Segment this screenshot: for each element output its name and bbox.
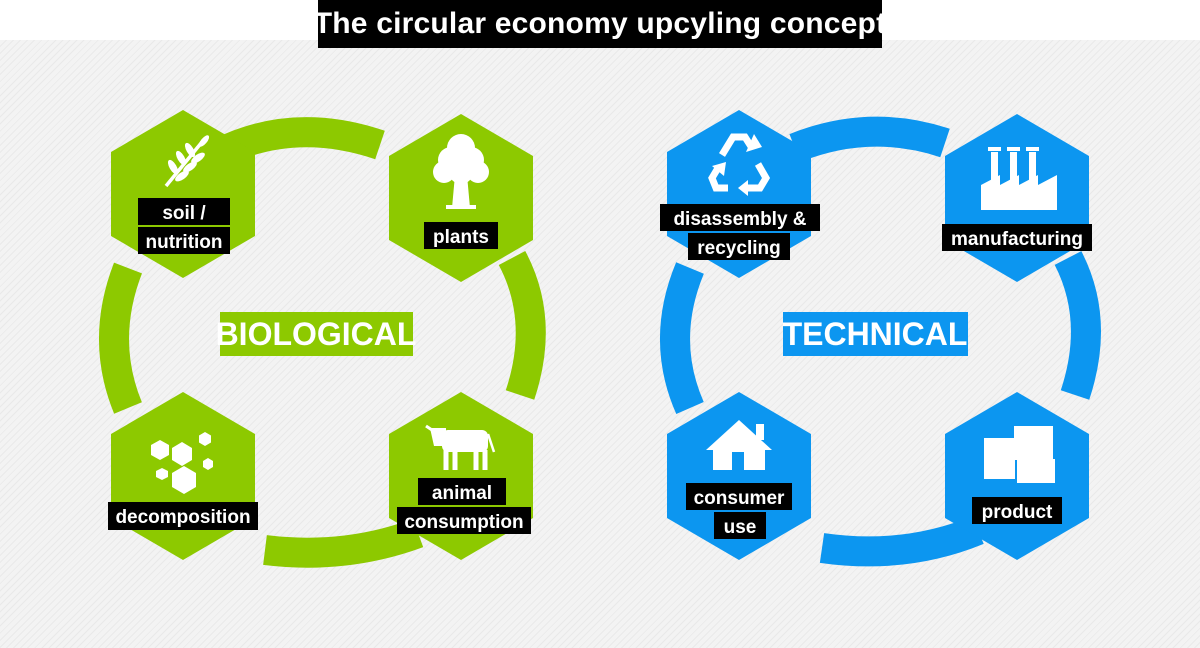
tech-arc-top xyxy=(789,116,950,163)
tech-node-disassembly-recycling: disassembly & recycling xyxy=(660,110,820,278)
technical-ring xyxy=(660,116,1101,567)
bio-arc-left xyxy=(99,262,143,414)
technical-cycle: disassembly & recycling manufacturing xyxy=(660,110,1101,567)
biological-label-box xyxy=(220,312,413,356)
label-line: consumer xyxy=(694,488,785,509)
bio-arc-right xyxy=(498,250,546,400)
label-line: plants xyxy=(433,227,489,248)
biological-cycle: soil / nutrition plants xyxy=(99,110,546,568)
tech-node-manufacturing: manufacturing xyxy=(942,114,1092,282)
bio-node-soil-nutrition: soil / nutrition xyxy=(111,110,255,278)
label-line: manufacturing xyxy=(951,229,1083,250)
house-icon xyxy=(706,420,772,470)
bio-arc-top xyxy=(224,117,385,162)
label-line: recycling xyxy=(697,238,780,259)
tech-arc-left xyxy=(660,262,704,415)
biological-ring xyxy=(99,117,546,568)
label-line: nutrition xyxy=(145,232,222,253)
technical-label: TECHNICAL xyxy=(783,316,968,352)
label-line: soil / xyxy=(162,203,206,224)
bio-node-plants: plants xyxy=(389,114,533,282)
cow-icon xyxy=(425,424,496,470)
tree-icon xyxy=(433,134,489,209)
label-line: use xyxy=(724,517,757,538)
bio-node-decomposition: decomposition xyxy=(108,392,258,560)
label-line: product xyxy=(982,502,1053,523)
tech-arc-bottom xyxy=(819,516,984,567)
tech-arc-right xyxy=(1054,251,1101,400)
biological-label: BIOLOGICAL xyxy=(216,316,417,352)
technical-label-box xyxy=(783,312,968,356)
label-line: decomposition xyxy=(115,507,250,528)
tech-node-product: product xyxy=(945,392,1089,560)
bio-node-animal-consumption: animal consumption xyxy=(389,392,533,560)
factory-icon xyxy=(981,147,1057,210)
page-title: The circular economy upcyling concept xyxy=(314,0,886,48)
label-line: animal xyxy=(432,483,492,504)
recycle-icon xyxy=(708,133,771,196)
label-line: disassembly & xyxy=(673,209,806,230)
label-line: consumption xyxy=(404,512,523,533)
tech-node-consumer-use: consumer use xyxy=(667,392,811,560)
hexagons-icon xyxy=(151,432,213,494)
bio-arc-bottom xyxy=(263,518,424,568)
boxes-icon xyxy=(984,426,1055,483)
wheat-icon xyxy=(164,135,210,188)
